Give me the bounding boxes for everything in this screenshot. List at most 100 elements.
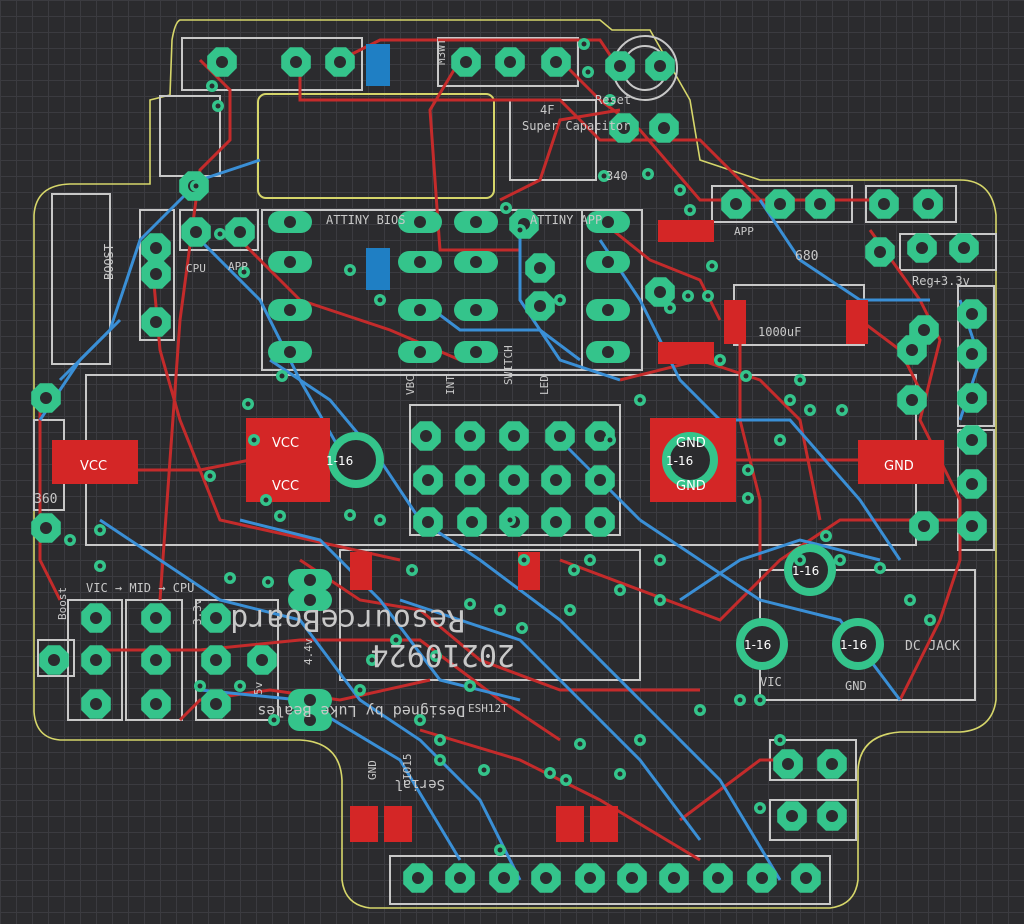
trace	[38, 400, 62, 601]
volt-33-label: 3.3v	[191, 598, 204, 625]
drill-hole	[878, 198, 890, 210]
drill-hole	[508, 430, 520, 442]
trace	[419, 298, 581, 362]
drill-hole	[290, 56, 302, 68]
trace	[679, 538, 881, 602]
drill-hole	[918, 520, 930, 532]
drill-hole	[966, 434, 978, 446]
drill-hole	[826, 810, 838, 822]
drill-hole	[304, 714, 316, 726]
hole-label-jack1: 1-16	[792, 564, 819, 578]
drill-hole	[602, 216, 614, 228]
smd-pad	[384, 806, 412, 842]
trace	[518, 230, 621, 382]
drill-hole	[550, 56, 562, 68]
cpu-label: CPU	[186, 262, 206, 275]
gnd-right-text: GND	[884, 459, 914, 474]
drill-hole	[414, 216, 426, 228]
smd-pad	[658, 220, 714, 242]
drill-hole	[654, 60, 666, 72]
drill-hole	[498, 872, 510, 884]
m3wt-label: M3WT	[435, 38, 448, 65]
drill-hole	[414, 256, 426, 268]
vcc-pad2-text: VCC	[272, 479, 299, 494]
gnd-pad2-text: GND	[676, 479, 706, 494]
smd-power-pads[interactable]	[52, 220, 944, 842]
drill-hole	[550, 474, 562, 486]
through-hole-pads[interactable]	[31, 47, 987, 893]
super-cap-label: Super Capacitor	[522, 119, 630, 133]
vcc-header-label: VBC	[404, 375, 417, 395]
led-label: LED	[538, 375, 551, 395]
oled-window	[257, 93, 495, 199]
drill-hole	[216, 56, 228, 68]
cap-4f-label: 4F	[540, 103, 554, 117]
res-340-label: 340	[606, 169, 628, 183]
smd-pad	[658, 342, 714, 364]
blue-smd-pad	[366, 44, 390, 86]
vcc-left-text: VCC	[80, 459, 107, 474]
drill-hole	[234, 226, 246, 238]
trace	[178, 678, 431, 722]
drill-hole	[654, 286, 666, 298]
drill-hole	[614, 60, 626, 72]
smd-pad	[556, 806, 584, 842]
trace	[399, 598, 702, 841]
drill-hole	[602, 346, 614, 358]
app-label: APP	[228, 260, 248, 273]
drill-hole	[470, 256, 482, 268]
silkscreen-text: ResourceBoard 20210924 Designed by Luke …	[34, 38, 970, 792]
drill-hole	[466, 516, 478, 528]
res-680-label: 680	[795, 249, 818, 264]
drill-hole	[150, 654, 162, 666]
trace	[99, 518, 522, 881]
drill-hole	[412, 872, 424, 884]
drill-hole	[958, 242, 970, 254]
gnd-header-label: GND	[366, 760, 379, 780]
drill-hole	[284, 256, 296, 268]
drill-hole	[966, 308, 978, 320]
drill-hole	[284, 216, 296, 228]
drill-hole	[712, 872, 724, 884]
drill-hole	[420, 430, 432, 442]
esh-label: ESH12T	[468, 702, 508, 715]
drill-hole	[786, 810, 798, 822]
smd-pad	[846, 300, 868, 344]
drill-hole	[464, 474, 476, 486]
board-designer: Designed by Luke Beales	[257, 702, 465, 720]
boost-label: BOOST	[102, 244, 116, 280]
drill-hole	[190, 226, 202, 238]
res-360-label: 360	[34, 492, 57, 507]
trace	[199, 688, 462, 861]
drill-hole	[756, 872, 768, 884]
drill-hole	[210, 612, 222, 624]
trace	[90, 638, 561, 742]
serial-label: Serial	[394, 776, 445, 792]
drill-hole	[730, 198, 742, 210]
attiny-app-label: ATTINY APP	[530, 213, 602, 227]
drill-hole	[422, 516, 434, 528]
drill-hole	[906, 344, 918, 356]
volt-44-label: 4.4v	[302, 638, 315, 665]
drill-hole	[584, 872, 596, 884]
drill-hole	[150, 612, 162, 624]
drill-hole	[658, 122, 670, 134]
drill-hole	[814, 198, 826, 210]
smd-pad	[590, 806, 618, 842]
drill-hole	[470, 304, 482, 316]
io15-label: IO15	[401, 754, 414, 781]
trace	[499, 108, 621, 202]
switch-label: SWITCH	[502, 345, 515, 385]
drill-hole	[534, 300, 546, 312]
drill-hole	[470, 346, 482, 358]
vias	[64, 38, 936, 856]
reset-label: Reset	[595, 93, 631, 107]
trace	[269, 358, 782, 881]
drill-hole	[550, 516, 562, 528]
board-outline	[33, 19, 997, 909]
gnd-right-pad	[858, 440, 944, 484]
drill-hole	[150, 316, 162, 328]
drill-hole	[422, 474, 434, 486]
